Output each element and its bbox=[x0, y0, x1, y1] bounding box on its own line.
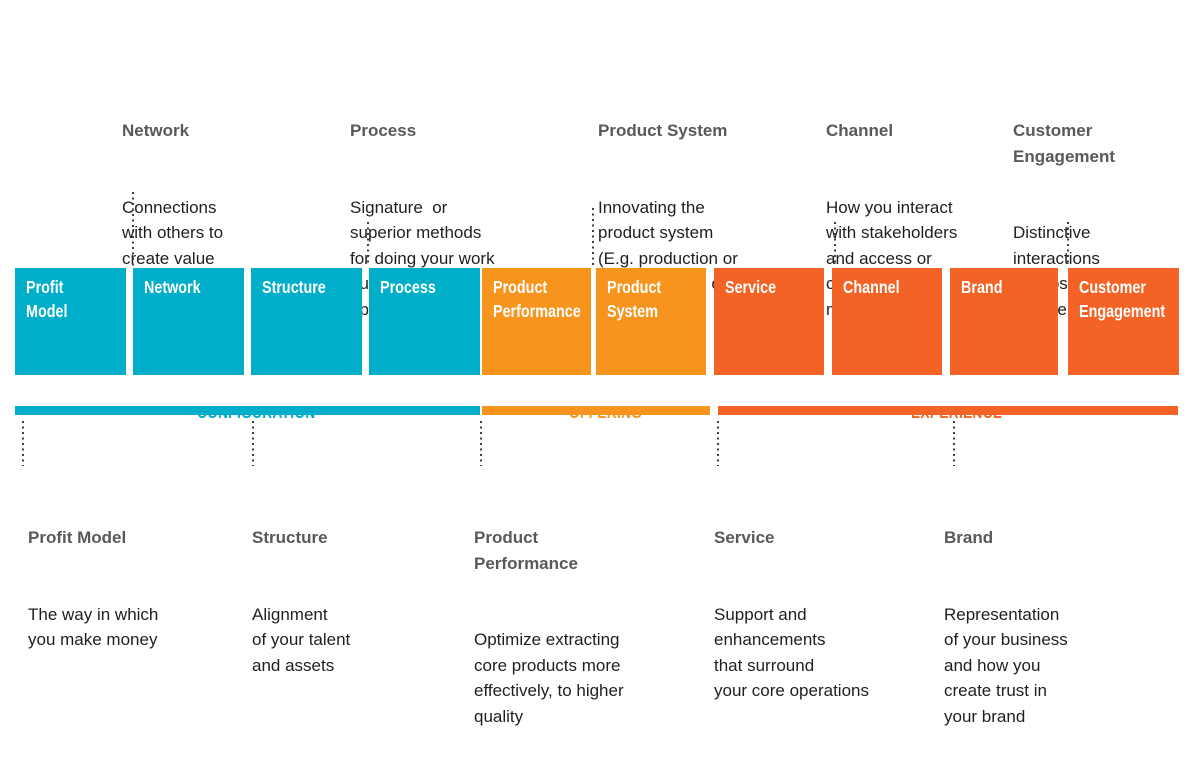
annotation-title: Service bbox=[714, 528, 775, 547]
connector-line-process bbox=[367, 222, 369, 266]
box-label: Network bbox=[144, 277, 201, 297]
box-product-system: Product System bbox=[596, 268, 706, 375]
box-label: Brand bbox=[961, 277, 1003, 297]
group-bar-configuration bbox=[15, 406, 480, 415]
annotation-title: Profit Model bbox=[28, 528, 127, 547]
box-label: Process bbox=[380, 277, 436, 297]
connector-line-channel bbox=[834, 222, 836, 266]
box-structure: Structure bbox=[251, 268, 362, 375]
connector-line-product-system bbox=[592, 208, 594, 266]
box-brand: Brand bbox=[950, 268, 1058, 375]
annotation-body: Representation of your business and how … bbox=[944, 604, 1068, 726]
connector-line-product-performance bbox=[480, 421, 482, 466]
annotation-body: Optimize extracting core products more e… bbox=[474, 630, 624, 726]
box-label: Structure bbox=[262, 277, 326, 297]
box-product-performance: Product Performance bbox=[482, 268, 591, 375]
group-label-configuration: CONFIGURATION bbox=[15, 380, 480, 422]
annotation-service: Service Support and enhancements that su… bbox=[714, 474, 869, 755]
annotation-title: Process bbox=[350, 121, 417, 140]
box-label: Customer Engagement bbox=[1079, 277, 1166, 321]
ten-types-innovation-diagram: Network Connections with others to creat… bbox=[15, 67, 1179, 726]
annotation-body: Alignment of your talent and assets bbox=[252, 604, 351, 675]
annotation-product-performance: Product Performance Optimize extracting … bbox=[474, 474, 624, 780]
box-profit-model: Profit Model bbox=[15, 268, 126, 375]
annotation-body: Support and enhancements that surround y… bbox=[714, 604, 869, 701]
box-label: Service bbox=[725, 277, 777, 297]
group-bar-experience bbox=[718, 406, 1178, 415]
connector-line-brand bbox=[953, 421, 955, 466]
annotation-title: Structure bbox=[252, 528, 328, 547]
annotation-title: Customer Engagement bbox=[1013, 121, 1116, 166]
connector-line-customer-engagement bbox=[1067, 222, 1069, 266]
group-bar-offering bbox=[482, 406, 710, 415]
annotation-brand: Brand Representation of your business an… bbox=[944, 474, 1068, 780]
box-process: Process bbox=[369, 268, 480, 375]
annotation-body: Connections with others to create value bbox=[122, 197, 224, 268]
annotation-title: Channel bbox=[826, 121, 894, 140]
box-customer-engagement: Customer Engagement bbox=[1068, 268, 1179, 375]
box-label: Product Performance bbox=[493, 277, 581, 321]
box-label: Channel bbox=[843, 277, 900, 297]
box-channel: Channel bbox=[832, 268, 942, 375]
annotation-network: Network Connections with others to creat… bbox=[122, 67, 223, 322]
annotation-profit-model: Profit Model The way in which you make m… bbox=[28, 474, 158, 704]
annotation-title: Product Performance bbox=[474, 528, 578, 573]
box-label: Product System bbox=[607, 277, 662, 321]
group-label-offering: OFFERING bbox=[482, 380, 710, 422]
annotation-structure: Structure Alignment of your talent and a… bbox=[252, 474, 350, 729]
annotation-title: Product System bbox=[598, 121, 728, 140]
connector-line-structure bbox=[252, 421, 254, 466]
connector-line-network bbox=[132, 192, 134, 266]
annotation-body: The way in which you make money bbox=[28, 604, 159, 650]
box-network: Network bbox=[133, 268, 244, 375]
connector-line-profit-model bbox=[22, 421, 24, 466]
connector-line-service bbox=[717, 421, 719, 466]
group-label-experience: EXPERIENCE bbox=[718, 380, 1178, 422]
annotation-title: Network bbox=[122, 121, 190, 140]
box-service: Service bbox=[714, 268, 824, 375]
box-label: Profit Model bbox=[26, 277, 68, 321]
annotation-title: Brand bbox=[944, 528, 994, 547]
